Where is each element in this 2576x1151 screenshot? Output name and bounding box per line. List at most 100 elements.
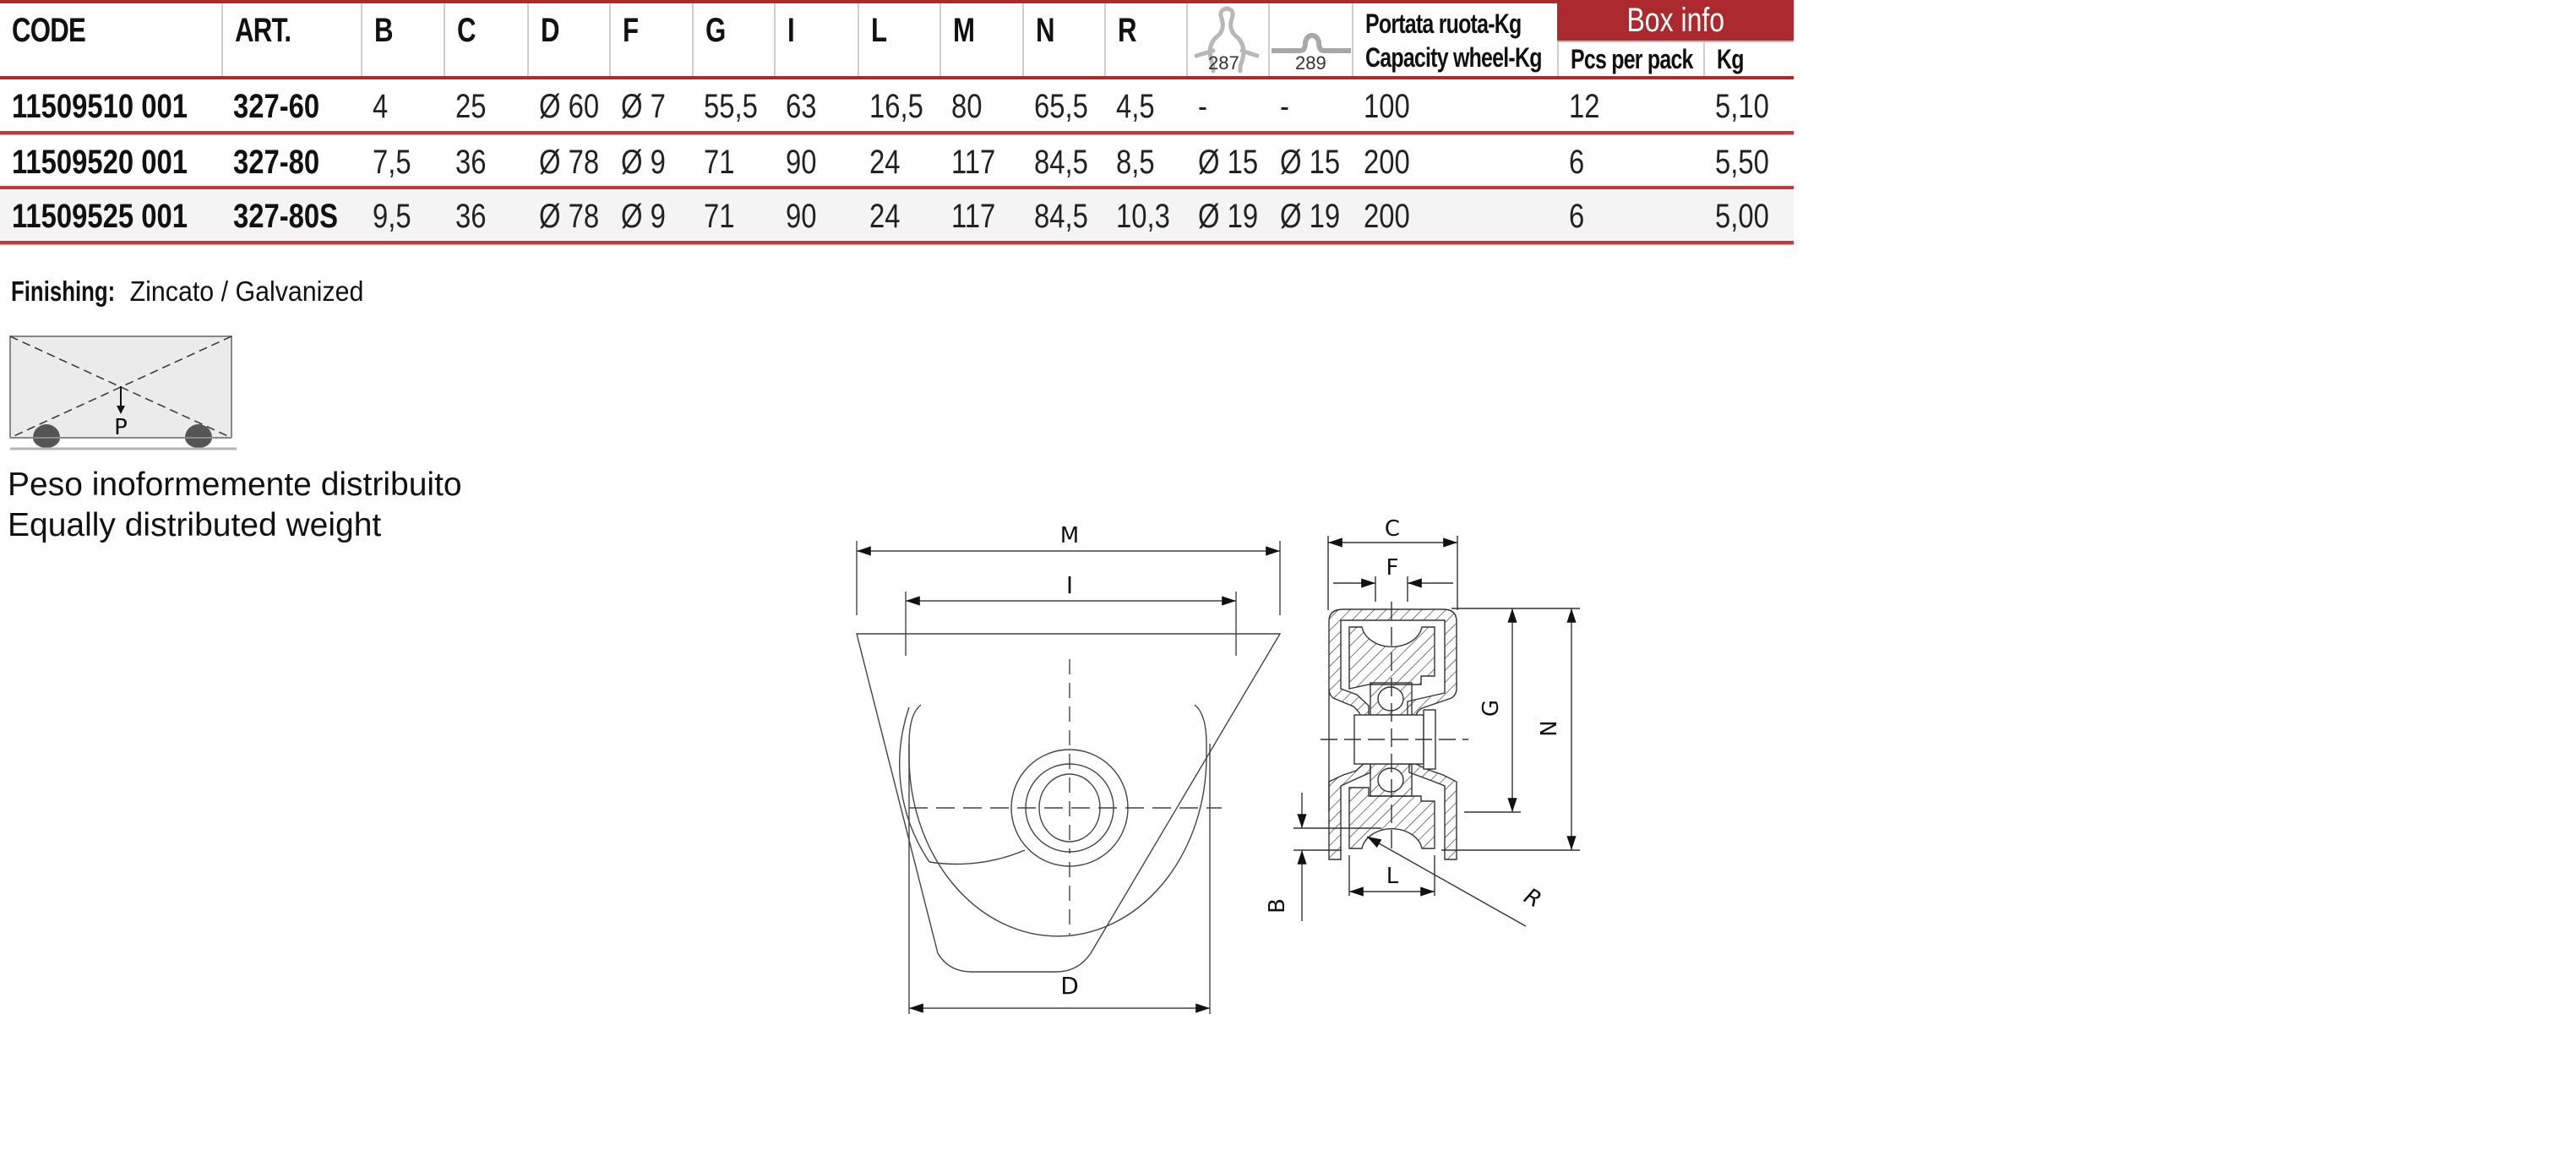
cell-n: 84,5 bbox=[1034, 198, 1088, 235]
cell-b: 4 bbox=[373, 88, 389, 125]
header-rule bbox=[0, 76, 1794, 79]
load-label: P bbox=[114, 415, 128, 440]
dim-label-l: L bbox=[1386, 864, 1399, 889]
dim-label-i: I bbox=[1066, 571, 1073, 599]
col-header-kg: Kg bbox=[1703, 42, 1794, 78]
cell-bracket-289: Ø 15 bbox=[1280, 144, 1341, 181]
col-header-i: I bbox=[774, 3, 858, 78]
cell-pcs: 6 bbox=[1569, 198, 1585, 235]
cell-bracket-287: Ø 15 bbox=[1198, 144, 1259, 181]
cell-bracket-289: - bbox=[1280, 88, 1289, 125]
row-rule bbox=[0, 131, 1794, 135]
dim-label-g: G bbox=[1479, 700, 1504, 717]
cell-r: 4,5 bbox=[1116, 88, 1155, 125]
box-info-header: Box info bbox=[1557, 0, 1794, 41]
cell-i: 90 bbox=[786, 198, 817, 235]
cell-kg: 5,50 bbox=[1715, 144, 1769, 181]
cell-f: Ø 7 bbox=[621, 88, 666, 125]
dim-label-f: F bbox=[1386, 555, 1399, 581]
col-header-f: F bbox=[609, 3, 692, 78]
col-header-m: M bbox=[939, 3, 1022, 78]
dim-label-b: B bbox=[1267, 898, 1290, 914]
col-header-b: B bbox=[361, 3, 444, 78]
dim-label-r: R bbox=[1520, 884, 1546, 914]
finishing-value: Zincato / Galvanized bbox=[123, 275, 364, 307]
col-header-label: L bbox=[871, 12, 887, 49]
cell-kg: 5,10 bbox=[1715, 88, 1769, 125]
cell-bracket-289: Ø 19 bbox=[1280, 198, 1341, 235]
cell-m: 80 bbox=[951, 88, 983, 125]
cell-pcs: 12 bbox=[1569, 88, 1600, 125]
cell-code: 11509525 001 bbox=[12, 198, 188, 235]
col-header-c: C bbox=[444, 3, 527, 78]
col-header-label: R bbox=[1118, 12, 1137, 49]
col-header-pcs: Pcs per pack bbox=[1557, 42, 1703, 78]
col-header-label: B bbox=[374, 12, 394, 49]
table-header: CODE ART. B C D F G I L M N R 287 289 Po… bbox=[0, 0, 1794, 78]
table-row: 11509525 001 327-80S 9,5 36 Ø 78 Ø 9 71 … bbox=[0, 189, 1794, 243]
cell-capacity: 200 bbox=[1364, 144, 1410, 181]
col-header-label: M bbox=[953, 12, 975, 49]
col-header-label: N bbox=[1036, 12, 1055, 49]
dim-label-n: N bbox=[1537, 720, 1562, 736]
cell-l: 16,5 bbox=[869, 88, 923, 125]
cell-i: 90 bbox=[786, 144, 817, 181]
cell-b: 7,5 bbox=[373, 144, 411, 181]
cell-m: 117 bbox=[951, 198, 996, 235]
kg-header-label: Kg bbox=[1717, 44, 1744, 74]
cell-bracket-287: - bbox=[1198, 88, 1207, 125]
col-header-label: CODE bbox=[12, 12, 86, 49]
cell-code: 11509520 001 bbox=[12, 144, 188, 181]
cell-l: 24 bbox=[869, 144, 901, 181]
table-row: 11509510 001 327-60 4 25 Ø 60 Ø 7 55,5 6… bbox=[0, 79, 1794, 133]
col-header-n: N bbox=[1022, 3, 1104, 78]
col-header-label: C bbox=[457, 12, 477, 49]
bracket-289-label: 289 bbox=[1295, 52, 1326, 74]
row-rule bbox=[0, 241, 1794, 245]
cell-kg: 5,00 bbox=[1715, 198, 1769, 235]
cell-d: Ø 60 bbox=[539, 88, 600, 125]
bracket-289-icon bbox=[1272, 32, 1351, 53]
pcs-header-label: Pcs per pack bbox=[1571, 44, 1693, 74]
side-section-drawing: C F G N L B R bbox=[1267, 516, 1580, 927]
cell-art: 327-80 bbox=[233, 144, 320, 181]
col-header-label: G bbox=[705, 12, 726, 49]
cell-f: Ø 9 bbox=[621, 144, 666, 181]
col-header-d: D bbox=[527, 3, 609, 78]
col-header-label: I bbox=[787, 12, 795, 49]
cell-capacity: 200 bbox=[1364, 198, 1410, 235]
cell-pcs: 6 bbox=[1569, 144, 1585, 181]
load-caption-en: Equally distributed weight bbox=[8, 507, 382, 543]
col-header-g: G bbox=[692, 3, 774, 78]
cell-d: Ø 78 bbox=[539, 144, 600, 181]
cell-art: 327-60 bbox=[233, 88, 320, 125]
table-top-rule bbox=[0, 0, 1557, 3]
col-header-code: CODE bbox=[0, 3, 221, 78]
capacity-header-it: Portata ruota-Kg bbox=[1365, 8, 1522, 39]
col-header-bracket-287: 287 bbox=[1186, 3, 1268, 78]
box-info-title: Box info bbox=[1626, 2, 1724, 39]
cell-art: 327-80S bbox=[233, 198, 339, 235]
finishing-note: Finishing: Zincato / Galvanized bbox=[11, 275, 363, 308]
cell-c: 36 bbox=[455, 198, 487, 235]
bracket-287-label: 287 bbox=[1208, 52, 1239, 74]
cell-f: Ø 9 bbox=[621, 198, 666, 235]
dim-label-d: D bbox=[1060, 972, 1079, 1000]
load-caption-it: Peso inoformemente distribuito bbox=[8, 466, 462, 503]
col-header-art: ART. bbox=[221, 3, 361, 78]
finishing-label: Finishing: bbox=[11, 275, 116, 307]
table-row: 11509520 001 327-80 7,5 36 Ø 78 Ø 9 71 9… bbox=[0, 135, 1794, 188]
cell-capacity: 100 bbox=[1364, 88, 1410, 125]
cell-bracket-287: Ø 19 bbox=[1198, 198, 1259, 235]
cell-g: 71 bbox=[704, 198, 735, 235]
bracket-287-icon bbox=[1194, 6, 1260, 74]
cell-b: 9,5 bbox=[373, 198, 411, 235]
cell-code: 11509510 001 bbox=[12, 88, 188, 125]
col-header-label: D bbox=[541, 12, 560, 49]
col-header-capacity: Portata ruota-Kg Capacity wheel-Kg bbox=[1352, 3, 1557, 78]
front-view-drawing: M I D bbox=[856, 523, 1282, 1014]
cell-c: 25 bbox=[455, 88, 487, 125]
cell-n: 65,5 bbox=[1034, 88, 1088, 125]
cell-r: 8,5 bbox=[1116, 144, 1155, 181]
col-header-label: F bbox=[623, 12, 639, 49]
